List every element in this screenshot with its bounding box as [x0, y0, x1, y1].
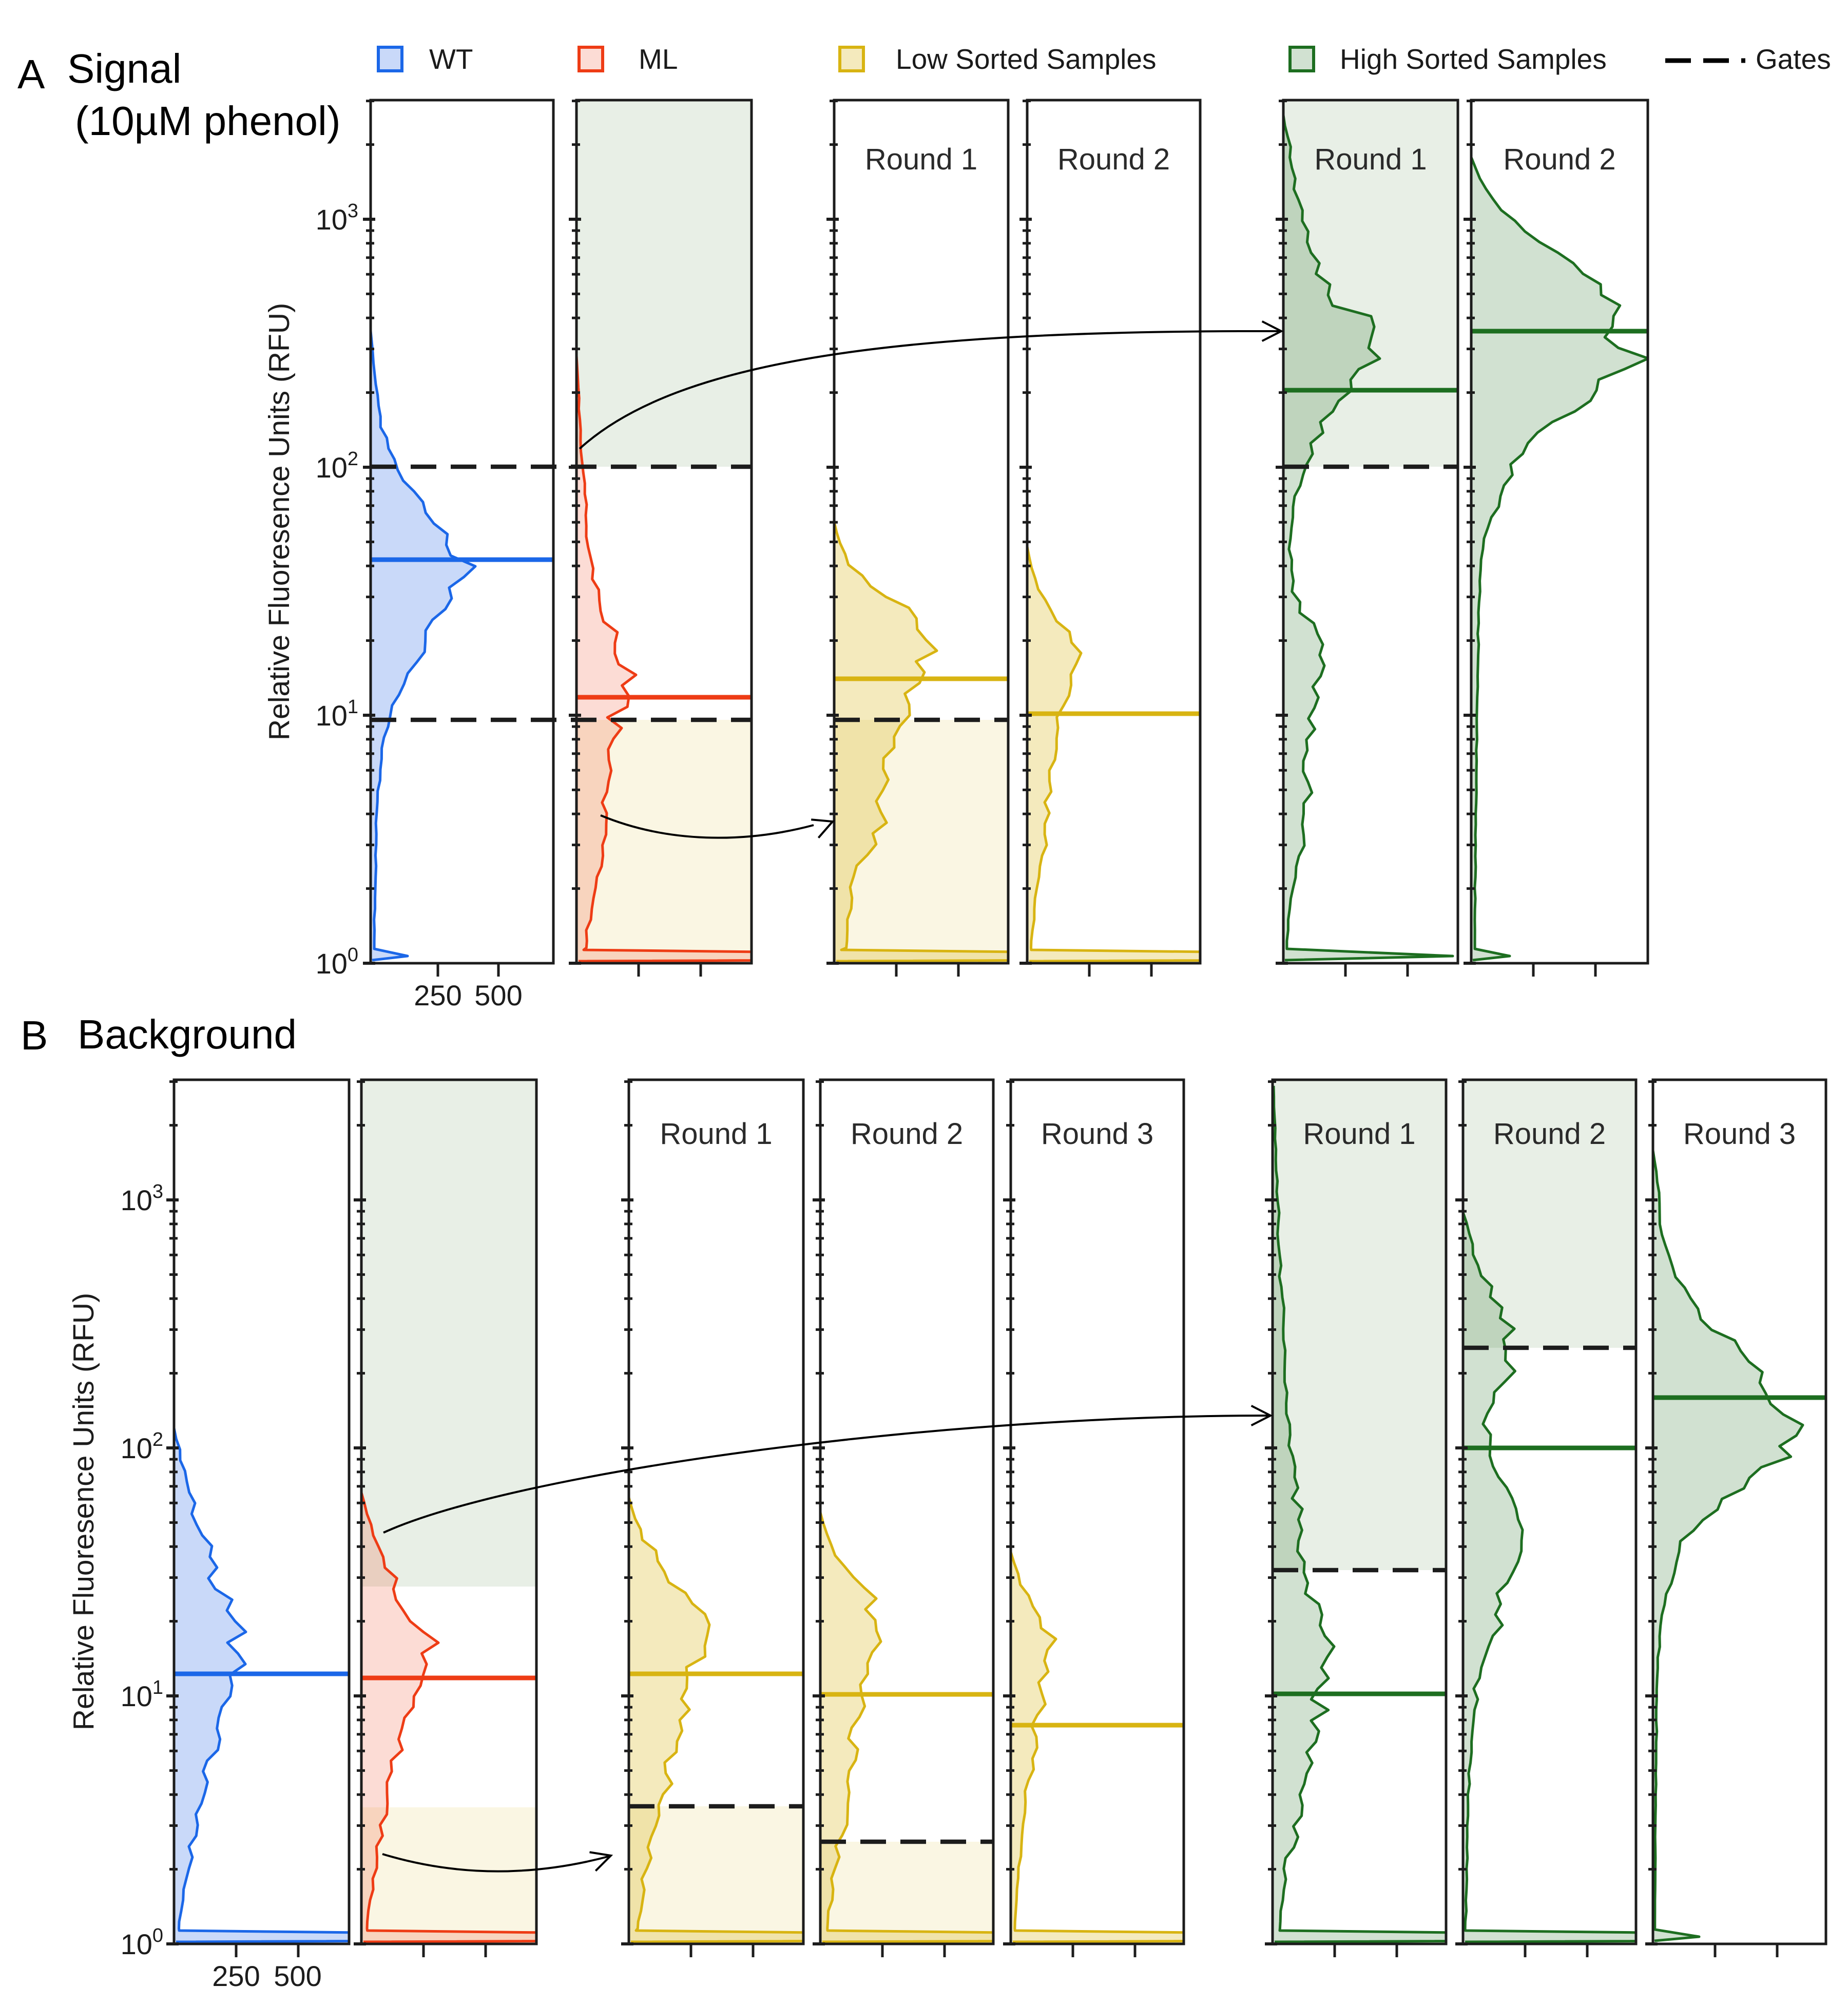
svg-text:Round 3: Round 3: [1041, 1117, 1153, 1151]
svg-text:250: 250: [212, 1960, 260, 1992]
svg-text:250: 250: [414, 979, 461, 1011]
svg-text:Round 1: Round 1: [1314, 143, 1427, 176]
svg-text:Relative Fluoresence Units (RF: Relative Fluoresence Units (RFU): [263, 303, 296, 740]
svg-text:500: 500: [474, 979, 522, 1011]
svg-text:Background: Background: [78, 1011, 297, 1057]
svg-text:500: 500: [274, 1960, 321, 1992]
svg-text:Round 2: Round 2: [1503, 143, 1615, 176]
svg-text:Round 1: Round 1: [660, 1117, 772, 1151]
svg-text:Round 3: Round 3: [1683, 1117, 1796, 1151]
svg-text:ML: ML: [639, 43, 678, 75]
svg-text:A: A: [17, 51, 45, 97]
svg-text:(10µM phenol): (10µM phenol): [75, 98, 340, 144]
svg-text:High Sorted Samples: High Sorted Samples: [1340, 43, 1607, 75]
svg-text:101: 101: [316, 696, 358, 732]
svg-text:Relative Fluoresence Units (RF: Relative Fluoresence Units (RFU): [67, 1293, 100, 1730]
svg-text:Gates: Gates: [1756, 43, 1831, 75]
svg-text:Round 2: Round 2: [1057, 143, 1170, 176]
svg-text:Round 2: Round 2: [1493, 1117, 1606, 1151]
svg-text:103: 103: [121, 1181, 163, 1216]
svg-text:WT: WT: [429, 43, 473, 75]
svg-text:Round 1: Round 1: [865, 143, 977, 176]
svg-text:101: 101: [121, 1677, 163, 1712]
svg-text:B: B: [21, 1013, 48, 1058]
svg-text:Round 2: Round 2: [851, 1117, 963, 1151]
svg-text:Round 1: Round 1: [1303, 1117, 1415, 1151]
svg-text:Low Sorted Samples: Low Sorted Samples: [896, 43, 1157, 75]
svg-text:Signal: Signal: [67, 46, 181, 91]
